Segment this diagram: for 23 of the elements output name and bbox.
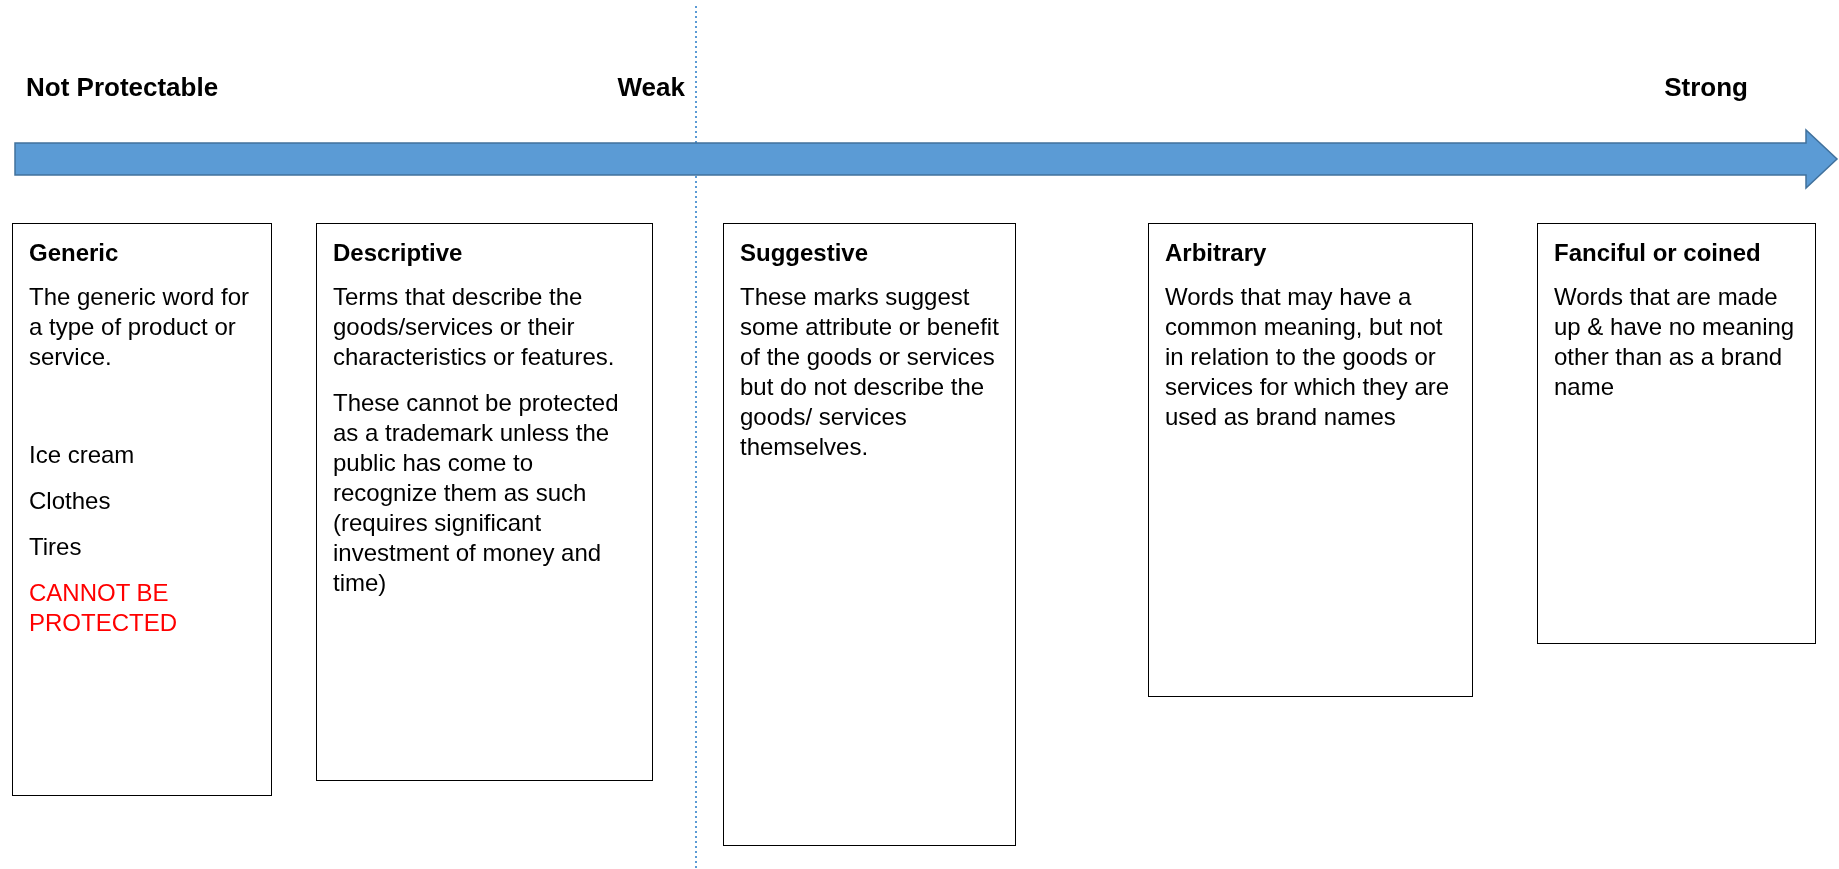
example-text: Tires <box>29 532 83 562</box>
category-box <box>12 223 272 796</box>
description-text: Terms that describe the goods/services or their characteristics or features. <box>333 282 616 372</box>
description-text: Words that are made up & have no meaning other than as a brand name <box>1554 282 1796 402</box>
description-text: These cannot be protected as a trademark unless the public has come to recognize them as such (requires significant investment of money and time) <box>333 388 620 598</box>
example-text: Clothes <box>29 486 112 516</box>
category-box <box>723 223 1016 846</box>
description-text: These marks suggest some attribute or benefit of the goods or services but do not describe the goods/ services themselves. <box>740 282 999 462</box>
box-heading: Fanciful or coined <box>1554 238 1762 268</box>
box-heading: Descriptive <box>333 238 464 268</box>
scale-label: Not Protectable <box>26 72 219 103</box>
box-heading: Suggestive <box>740 238 870 268</box>
description-text: The generic word for a type of product or service. <box>29 282 251 372</box>
category-box <box>316 223 653 781</box>
description-text: Words that may have a common meaning, but not in relation to the goods or services for which they are used as brand names <box>1165 282 1451 432</box>
warning-text: CANNOT BE PROTECTED <box>29 578 178 638</box>
box-heading: Generic <box>29 238 120 268</box>
category-box <box>1148 223 1473 697</box>
category-box <box>1537 223 1816 644</box>
scale-label: Strong <box>1664 72 1748 103</box>
box-heading: Arbitrary <box>1165 238 1268 268</box>
example-text: Ice cream <box>29 440 136 470</box>
scale-label: Weak <box>617 72 685 103</box>
